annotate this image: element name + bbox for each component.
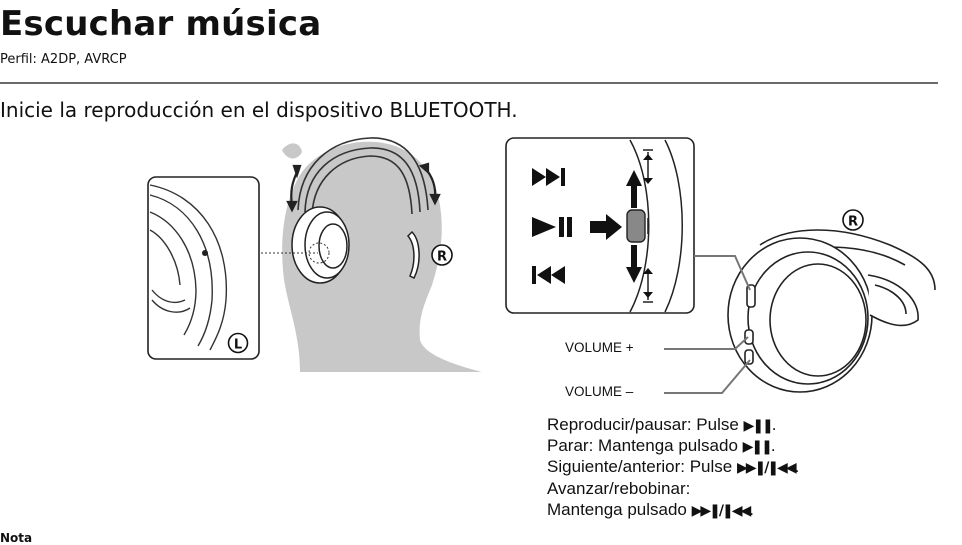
control-inset-box [505,137,695,314]
right-marker-head: R [431,244,453,266]
left-marker: L [234,338,242,353]
headband [297,137,429,215]
play-pause-symbol: ▶❚❚ [742,439,773,456]
profile-text: Perfil: A2DP, AVRCP [0,52,127,67]
press-arrow-icon [590,214,622,240]
left-inset-box: L [147,176,260,360]
play-pause-symbol: ▶❚❚ [743,418,774,434]
instruction-line: Mantenga pulsado ▶▶❚/❚◀◀. [547,499,754,519]
instructions-list: Reproducir/pausar: Pulse ▶❚❚. Parar: Man… [547,414,799,520]
instruction-line: Avanzar/rebobinar: [547,478,691,498]
page-title: Escuchar música [0,4,322,44]
slide-down-arrow-icon [626,245,653,303]
previous-track-icon [532,266,565,284]
leader-lines [664,255,751,394]
volume-plus-label: VOLUME + [565,340,634,355]
next-track-icon [532,168,565,186]
instruction-line: Parar: Mantenga pulsado ▶❚❚. [547,436,776,456]
right-earcup-edge [406,230,420,280]
note-heading: Nota [0,531,33,545]
intro-text: Inicie la reproducción en el dispositivo… [0,98,518,122]
instruction-line: Reproducir/pausar: Pulse ▶❚❚. [547,415,777,434]
play-pause-icon [532,217,572,237]
instruction-line: Siguiente/anterior: Pulse ▶▶❚/❚◀◀. [547,457,800,477]
next-prev-symbol: ▶▶❚/❚◀◀ [691,502,752,519]
rotate-arrows [286,162,441,213]
volume-minus-label: VOLUME – [565,384,634,399]
right-marker-earcup: R [842,209,864,231]
left-earcup [291,206,350,284]
right-marker-label: R [437,250,447,265]
right-marker-label-2: R [848,215,858,230]
right-earcup [727,229,936,393]
header-divider [0,82,938,84]
slide-up-arrow-icon [626,149,653,208]
jog-switch-icon [626,209,649,243]
next-prev-symbol: ▶▶❚/❚◀◀ [736,460,797,477]
